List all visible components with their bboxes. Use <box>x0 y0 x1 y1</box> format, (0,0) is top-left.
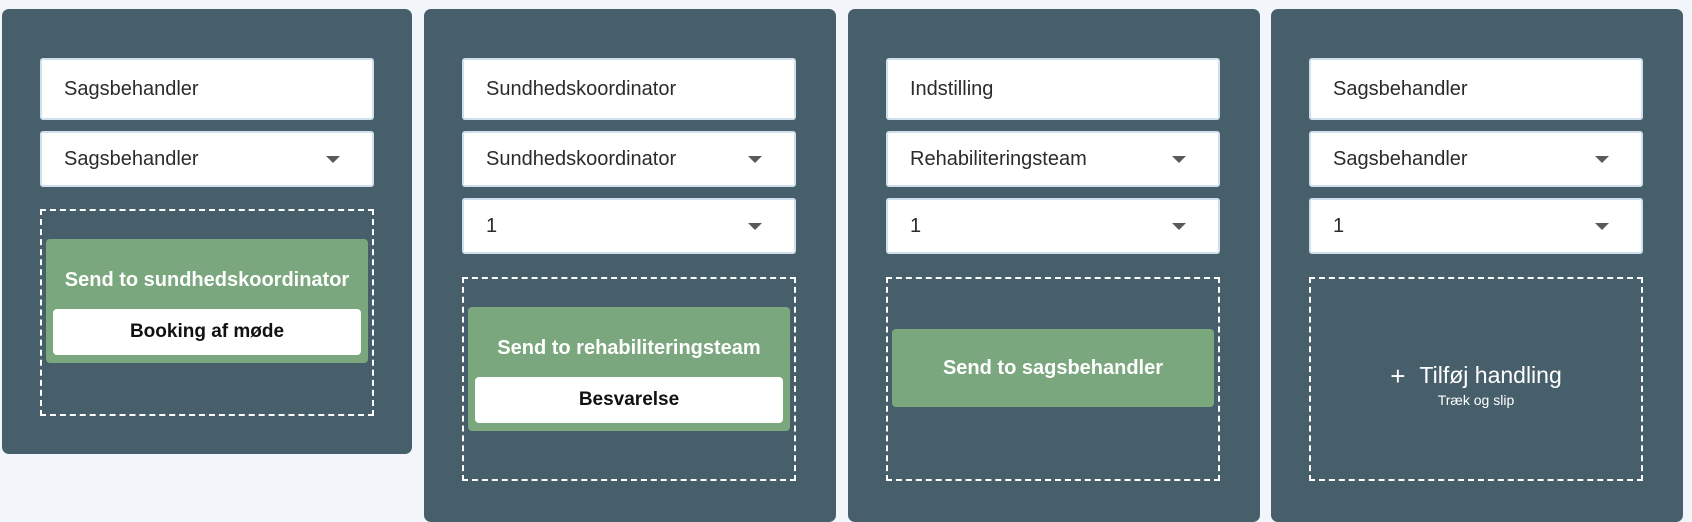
chevron-down-icon <box>1595 223 1609 230</box>
role-select[interactable]: Sagsbehandler <box>1309 131 1643 187</box>
add-action-label: Tilføj handling <box>1419 362 1562 388</box>
count-select-value: 1 <box>486 214 498 237</box>
count-select-value: 1 <box>1333 214 1345 237</box>
stage-name-input[interactable]: Indstilling <box>886 58 1220 120</box>
action-card[interactable]: Send to sundhedskoordinator Booking af m… <box>46 239 368 363</box>
chevron-down-icon <box>748 156 762 163</box>
stage-name-value: Sagsbehandler <box>1333 77 1468 100</box>
drag-drop-hint: Træk og slip <box>1437 392 1515 408</box>
action-title: Send to rehabiliteringsteam <box>497 337 761 359</box>
chevron-down-icon <box>1172 223 1186 230</box>
role-select[interactable]: Sagsbehandler <box>40 131 374 187</box>
role-select[interactable]: Rehabiliteringsteam <box>886 131 1220 187</box>
action-title: Send to sagsbehandler <box>942 357 1164 379</box>
stage-name-input[interactable]: Sundhedskoordinator <box>462 58 796 120</box>
stage-name-input[interactable]: Sagsbehandler <box>40 58 374 120</box>
stage-column-2: Sundhedskoordinator Sundhedskoordinator … <box>424 9 836 522</box>
count-select[interactable]: 1 <box>462 198 796 254</box>
add-action-button[interactable]: + Tilføj handling Træk og slip <box>1311 362 1641 408</box>
stage-name-value: Sundhedskoordinator <box>486 77 677 100</box>
stage-column-4: Sagsbehandler Sagsbehandler 1 + Tilføj h… <box>1271 9 1683 522</box>
chevron-down-icon <box>748 223 762 230</box>
stage-column-1: Sagsbehandler Sagsbehandler Send to sund… <box>2 9 412 454</box>
action-sub-button[interactable]: Besvarelse <box>475 377 783 423</box>
role-select-value: Rehabiliteringsteam <box>910 147 1087 170</box>
role-select-value: Sundhedskoordinator <box>486 147 677 170</box>
count-select[interactable]: 1 <box>886 198 1220 254</box>
action-dropzone[interactable]: Send to sundhedskoordinator Booking af m… <box>40 209 374 416</box>
action-dropzone[interactable]: Send to sagsbehandler <box>886 277 1220 481</box>
chevron-down-icon <box>1172 156 1186 163</box>
stage-name-value: Sagsbehandler <box>64 77 199 100</box>
role-select-value: Sagsbehandler <box>64 147 199 170</box>
add-action-dropzone[interactable]: + Tilføj handling Træk og slip <box>1309 277 1643 481</box>
chevron-down-icon <box>326 156 340 163</box>
count-select[interactable]: 1 <box>1309 198 1643 254</box>
role-select[interactable]: Sundhedskoordinator <box>462 131 796 187</box>
stage-column-3: Indstilling Rehabiliteringsteam 1 Send t… <box>848 9 1260 522</box>
role-select-value: Sagsbehandler <box>1333 147 1468 170</box>
stage-name-value: Indstilling <box>910 77 994 100</box>
action-card[interactable]: Send to sagsbehandler <box>892 329 1214 407</box>
plus-icon: + <box>1390 360 1406 391</box>
count-select-value: 1 <box>910 214 922 237</box>
action-card[interactable]: Send to rehabiliteringsteam Besvarelse <box>468 307 790 431</box>
stage-name-input[interactable]: Sagsbehandler <box>1309 58 1643 120</box>
action-dropzone[interactable]: Send to rehabiliteringsteam Besvarelse <box>462 277 796 481</box>
action-title: Send to sundhedskoordinator <box>64 269 350 291</box>
action-sub-button[interactable]: Booking af møde <box>53 309 361 355</box>
chevron-down-icon <box>1595 156 1609 163</box>
